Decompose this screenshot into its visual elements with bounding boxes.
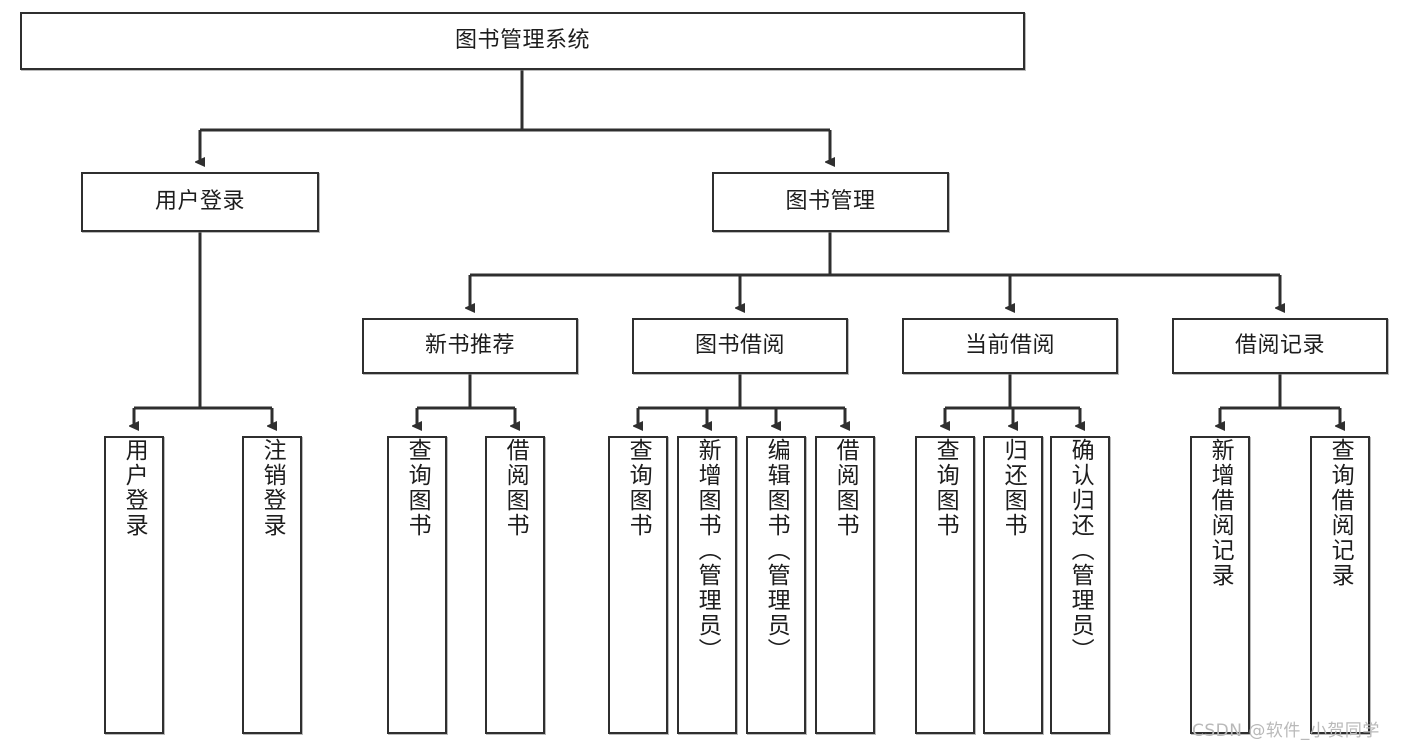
node-leaf-return-book[interactable]: 归还图书 <box>983 436 1043 734</box>
node-leaf-borrow-book[interactable]: 借阅图书 <box>815 436 875 734</box>
node-label: 借阅图书 <box>502 438 529 538</box>
node-label: 图书管理 <box>785 189 876 215</box>
node-leaf-query-book-current[interactable]: 查询图书 <box>915 436 975 734</box>
node-label: 新书推荐 <box>424 333 515 359</box>
node-label: 查询图书 <box>404 438 431 538</box>
node-label: 编辑图书（管理员） <box>763 438 790 663</box>
node-new-book-recommend[interactable]: 新书推荐 <box>362 318 578 374</box>
node-label: 新增借阅记录 <box>1207 438 1234 588</box>
watermark-text: CSDN @软件_小贺同学 <box>1192 721 1380 741</box>
node-leaf-user-login[interactable]: 用户登录 <box>104 436 164 734</box>
node-leaf-query-book-borrow[interactable]: 查询图书 <box>608 436 668 734</box>
node-label: 新增图书（管理员） <box>694 438 721 663</box>
node-book-borrow[interactable]: 图书借阅 <box>632 318 848 374</box>
node-label: 借阅图书 <box>832 438 859 538</box>
node-leaf-add-book-admin[interactable]: 新增图书（管理员） <box>677 436 737 734</box>
node-label: 注销登录 <box>259 438 286 538</box>
node-label: 查询图书 <box>625 438 652 538</box>
node-current-borrow[interactable]: 当前借阅 <box>902 318 1118 374</box>
node-leaf-add-borrow-record[interactable]: 新增借阅记录 <box>1190 436 1250 734</box>
node-label: 归还图书 <box>1000 438 1027 538</box>
node-label: 图书管理系统 <box>454 28 590 54</box>
node-leaf-edit-book-admin[interactable]: 编辑图书（管理员） <box>746 436 806 734</box>
node-leaf-borrow-book-recommend[interactable]: 借阅图书 <box>485 436 545 734</box>
node-book-manage[interactable]: 图书管理 <box>712 172 949 232</box>
node-label: 当前借阅 <box>964 333 1055 359</box>
node-label: 图书借阅 <box>694 333 785 359</box>
node-leaf-query-borrow-record[interactable]: 查询借阅记录 <box>1310 436 1370 734</box>
node-label: 借阅记录 <box>1234 333 1325 359</box>
node-label: 查询图书 <box>932 438 959 538</box>
node-label: 用户登录 <box>121 438 148 538</box>
node-label: 用户登录 <box>154 189 245 215</box>
node-label: 查询借阅记录 <box>1327 438 1354 588</box>
node-leaf-user-logout[interactable]: 注销登录 <box>242 436 302 734</box>
node-root-system[interactable]: 图书管理系统 <box>20 12 1025 70</box>
node-leaf-confirm-return-admin[interactable]: 确认归还（管理员） <box>1050 436 1110 734</box>
node-leaf-query-book-recommend[interactable]: 查询图书 <box>387 436 447 734</box>
node-borrow-record[interactable]: 借阅记录 <box>1172 318 1388 374</box>
node-label: 确认归还（管理员） <box>1067 438 1094 663</box>
node-user-login[interactable]: 用户登录 <box>81 172 319 232</box>
